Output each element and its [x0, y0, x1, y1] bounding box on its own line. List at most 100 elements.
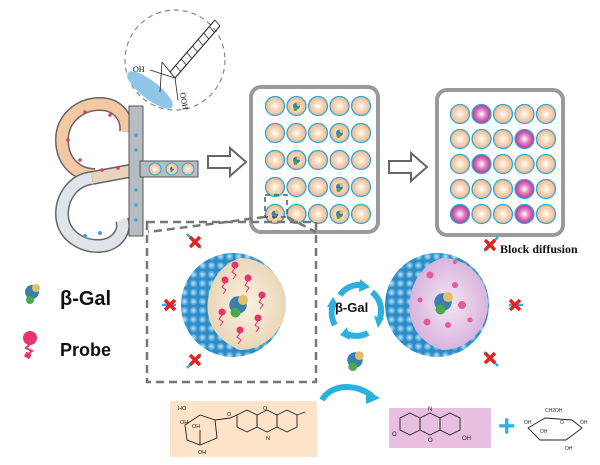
atom-label: OH [462, 436, 471, 442]
cycle-label: β-Gal [335, 300, 369, 315]
droplet [449, 128, 471, 150]
product-dot [452, 282, 458, 288]
product-dot [426, 271, 434, 279]
positive-droplet [514, 203, 535, 225]
blocked-diffusion-icon [483, 236, 499, 252]
droplet [350, 122, 372, 144]
atom-label: OH [198, 450, 206, 456]
atom-label: OH [540, 429, 548, 435]
atom-label: OH [524, 420, 532, 426]
blocked-diffusion-icon [162, 298, 177, 312]
substrate-structure [184, 409, 306, 446]
plus-sign: + [498, 410, 516, 443]
zoom-lines [147, 215, 317, 234]
droplet [307, 122, 329, 144]
atom-label: N [428, 407, 432, 413]
blocked-diffusion-icon [186, 353, 202, 369]
droplet [492, 103, 514, 125]
product-dot [423, 318, 431, 326]
galactose-structure [527, 417, 583, 441]
product-dot [467, 317, 473, 323]
droplet [350, 176, 372, 198]
atom-label: CH2OH [545, 408, 563, 414]
droplet [535, 203, 557, 225]
legend-icons [23, 284, 40, 360]
droplet [286, 176, 307, 198]
probe-icon [221, 276, 229, 284]
droplet [449, 153, 471, 175]
droplet [350, 149, 372, 171]
probe-icon [236, 326, 244, 334]
blocked-diffusion-icon [186, 233, 202, 249]
atom-label: HO [178, 406, 187, 412]
droplet [535, 128, 557, 150]
droplet [514, 153, 535, 175]
positive-droplet [514, 178, 535, 200]
legend-enzyme-label: β-Gal [60, 288, 112, 310]
droplet [492, 178, 514, 200]
atom-label: O [263, 406, 268, 412]
enzyme-icon [229, 295, 248, 318]
droplet [471, 178, 492, 200]
droplet [514, 103, 535, 125]
microfluidic-chip [54, 96, 199, 254]
blocked-diffusion-icon [483, 351, 499, 367]
block-diffusion-label: Block diffusion [500, 242, 578, 256]
droplet [329, 149, 350, 171]
process-arrow-2 [388, 150, 429, 184]
enzyme-icon [293, 156, 301, 165]
droplet [286, 203, 307, 225]
probe-icon [23, 331, 37, 360]
product-structure [399, 412, 461, 436]
positive-droplet [449, 203, 471, 225]
atom-label: N [266, 436, 270, 442]
droplet [264, 122, 286, 144]
droplet [307, 95, 329, 117]
atom-label: OH [580, 420, 588, 426]
inset-oh-label: OH [133, 65, 145, 74]
positive-droplet [471, 103, 492, 125]
enzyme-icon [336, 210, 344, 219]
droplet [307, 149, 329, 171]
droplet [264, 149, 286, 171]
enzyme-icon [169, 166, 175, 172]
product-dot [453, 260, 457, 264]
droplet [492, 128, 514, 150]
probe-icon [258, 291, 266, 299]
positive-droplet [471, 153, 492, 175]
droplet [329, 95, 350, 117]
droplet [535, 103, 557, 125]
product-dot [445, 322, 451, 328]
enzyme-icon [347, 351, 364, 371]
droplet [264, 176, 286, 198]
droplet [471, 128, 492, 150]
atom-label: OH [180, 420, 188, 426]
droplet [286, 122, 307, 144]
atom-label: O [428, 438, 433, 444]
atom-label: O [227, 412, 232, 418]
atom-label: OH [565, 446, 573, 452]
enzyme-icon [336, 183, 344, 192]
zoom-selection [264, 194, 288, 218]
positive-droplet [514, 128, 535, 150]
atom-label: OH [192, 424, 200, 430]
droplet [449, 178, 471, 200]
enzyme-icon [293, 102, 301, 111]
product-dot [458, 301, 466, 309]
droplet [148, 162, 162, 176]
inset-magnifier: OH OOH [124, 9, 226, 111]
droplet [350, 95, 372, 117]
droplet [535, 178, 557, 200]
magnified-box [145, 220, 318, 384]
probe-icon [218, 308, 226, 316]
droplet [264, 95, 286, 117]
droplet [449, 103, 471, 125]
blocked-diffusion-icon [508, 298, 523, 312]
droplet [535, 153, 557, 175]
atom-label: O [392, 432, 397, 438]
droplet [492, 153, 514, 175]
product-dot [417, 297, 423, 303]
droplet [181, 162, 195, 176]
